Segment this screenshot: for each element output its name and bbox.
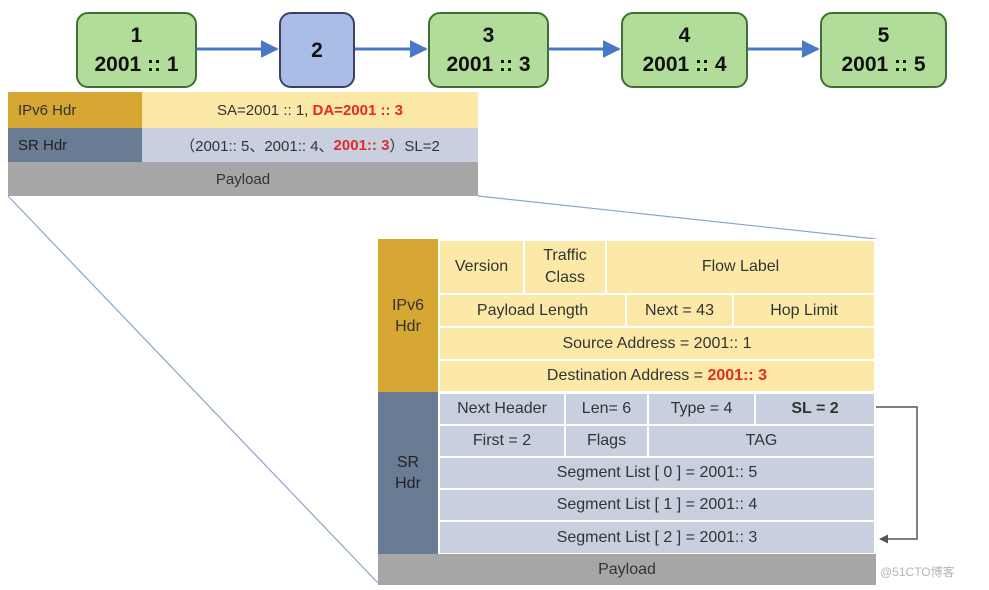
field-type: Type = 4	[649, 394, 754, 424]
small-sr-fields: （2001:: 5、2001:: 4、2001:: 3）SL=2	[142, 128, 478, 162]
node-3-id: 3	[482, 24, 495, 47]
field-source-address: Source Address = 2001:: 1	[440, 328, 874, 359]
small-ipv6-label: IPv6 Hdr	[8, 92, 142, 128]
field-destination-address: Destination Address = 2001:: 3	[440, 361, 874, 391]
node-5-id: 5	[877, 24, 890, 47]
node-2-id: 2	[311, 38, 323, 62]
node-4-id: 4	[678, 24, 691, 47]
field-segment-list-2: Segment List [ 2 ] = 2001:: 3	[440, 522, 874, 553]
field-hop-limit: Hop Limit	[734, 295, 874, 326]
big-sr-side-label: SR Hdr	[378, 392, 438, 554]
node-5-addr: 2001 :: 5	[841, 53, 926, 76]
field-segment-list-0: Segment List [ 0 ] = 2001:: 5	[440, 458, 874, 488]
small-ipv6-fields: SA=2001 :: 1, DA=2001 :: 3	[142, 92, 478, 128]
small-ipv6-sa: SA=2001 :: 1,	[217, 101, 313, 119]
watermark: @51CTO博客	[880, 565, 955, 579]
big-sr-side-line1: SR	[396, 454, 420, 471]
sl-pointer-arrow	[876, 406, 918, 544]
node-4-addr: 2001 :: 4	[642, 53, 727, 76]
small-sr-prefix: （2001:: 5、2001:: 4、	[180, 137, 334, 155]
big-packet: IPv6 Hdr SR Hdr Version Traffic Class Fl…	[378, 239, 876, 585]
field-sl: SL = 2	[756, 394, 874, 424]
node-5: 5 2001 :: 5	[820, 12, 947, 88]
big-ipv6-side-line1: IPv6	[391, 296, 424, 314]
node-1-addr: 2001 :: 1	[94, 53, 179, 76]
field-first: First = 2	[440, 426, 564, 456]
small-payload: Payload	[8, 162, 478, 196]
field-flow-label: Flow Label	[607, 241, 874, 293]
zoom-line-right	[477, 195, 877, 240]
field-payload-length: Payload Length	[440, 295, 625, 326]
field-len: Len= 6	[566, 394, 647, 424]
field-next-header: Next Header	[440, 394, 564, 424]
field-destination-prefix: Destination Address =	[546, 367, 708, 384]
field-flags: Flags	[566, 426, 647, 456]
small-packet: IPv6 Hdr SA=2001 :: 1, DA=2001 :: 3 SR H…	[8, 92, 478, 196]
field-tag: TAG	[649, 426, 874, 456]
field-destination-value: 2001:: 3	[707, 367, 768, 384]
small-sr-suffix: ）SL=2	[389, 137, 440, 155]
field-segment-list-1: Segment List [ 1 ] = 2001:: 4	[440, 490, 874, 520]
field-next: Next = 43	[627, 295, 732, 326]
node-1-id: 1	[130, 24, 143, 47]
node-3: 3 2001 :: 3	[428, 12, 549, 88]
big-ipv6-side-label: IPv6 Hdr	[378, 239, 438, 392]
zoom-line-left	[7, 195, 379, 584]
field-traffic-class-line1: Traffic	[543, 247, 587, 264]
field-traffic-class-line2: Class	[544, 269, 585, 286]
field-traffic-class: Traffic Class	[525, 241, 605, 293]
big-sr-side-line2: Hdr	[395, 475, 421, 492]
node-4: 4 2001 :: 4	[621, 12, 748, 88]
small-sr-label: SR Hdr	[8, 128, 142, 162]
node-1: 1 2001 :: 1	[76, 12, 197, 88]
node-3-addr: 2001 :: 3	[446, 53, 531, 76]
node-2: 2	[279, 12, 355, 88]
big-payload: Payload	[378, 554, 876, 585]
field-version: Version	[440, 241, 523, 293]
small-ipv6-da: DA=2001 :: 3	[312, 101, 403, 119]
big-ipv6-side-line2: Hdr	[395, 317, 421, 335]
small-sr-highlight: 2001:: 3	[333, 136, 390, 154]
